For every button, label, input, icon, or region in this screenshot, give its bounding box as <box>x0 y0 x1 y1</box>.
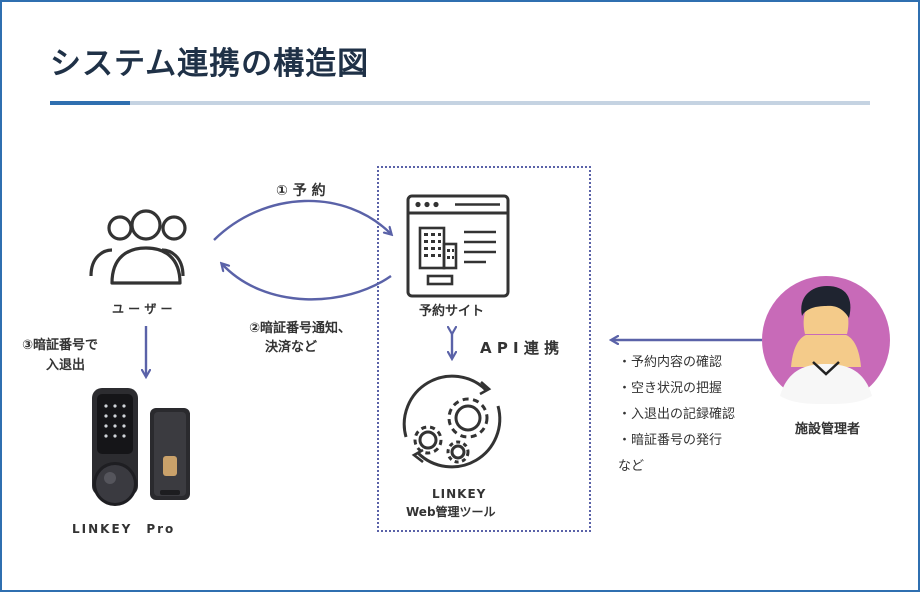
device-label: LINKEY Pro <box>72 522 176 536</box>
tool-label-line2: Web管理ツール <box>406 505 496 519</box>
user-label: ユ ー ザ ー <box>112 302 173 316</box>
page-title: システム連携の構造図 <box>50 46 370 82</box>
title-underline-accent <box>50 101 130 105</box>
manager-avatar <box>762 276 890 404</box>
reserve-label: ① 予 約 <box>276 183 326 199</box>
gears-icon <box>402 374 502 469</box>
users-icon <box>89 209 187 285</box>
tool-label-line1: LINKEY <box>432 487 487 501</box>
list-item: ・入退出の記録確認 <box>618 407 736 422</box>
list-item: など <box>618 459 645 474</box>
notification-label-line1: ②暗証番号通知、 <box>249 321 352 336</box>
api-integration-box <box>377 166 591 532</box>
title-underline <box>50 101 870 105</box>
list-item: ・空き状況の把握 <box>618 381 723 396</box>
notification-arrow <box>222 264 392 301</box>
building-windows <box>424 233 454 259</box>
notification-label-line2: 決済など <box>265 340 318 355</box>
manager-task-list: ・予約内容の確認 ・空き状況の把握 ・入退出の記録確認 ・暗証番号の発行 など <box>618 350 735 480</box>
reservation-arrow <box>213 199 391 241</box>
list-item: ・暗証番号の発行 <box>618 433 723 448</box>
list-item: ・予約内容の確認 <box>618 355 723 370</box>
entry-label-line1: ③暗証番号で <box>22 338 99 353</box>
entry-label-line2: 入退出 <box>46 358 86 373</box>
api-integration-label: A P I 連 携 <box>480 339 560 357</box>
website-icon <box>406 194 510 298</box>
manager-label: 施設管理者 <box>795 422 861 437</box>
linkey-device-image <box>92 388 190 506</box>
reservation-site-label: 予約サイト <box>419 304 485 319</box>
